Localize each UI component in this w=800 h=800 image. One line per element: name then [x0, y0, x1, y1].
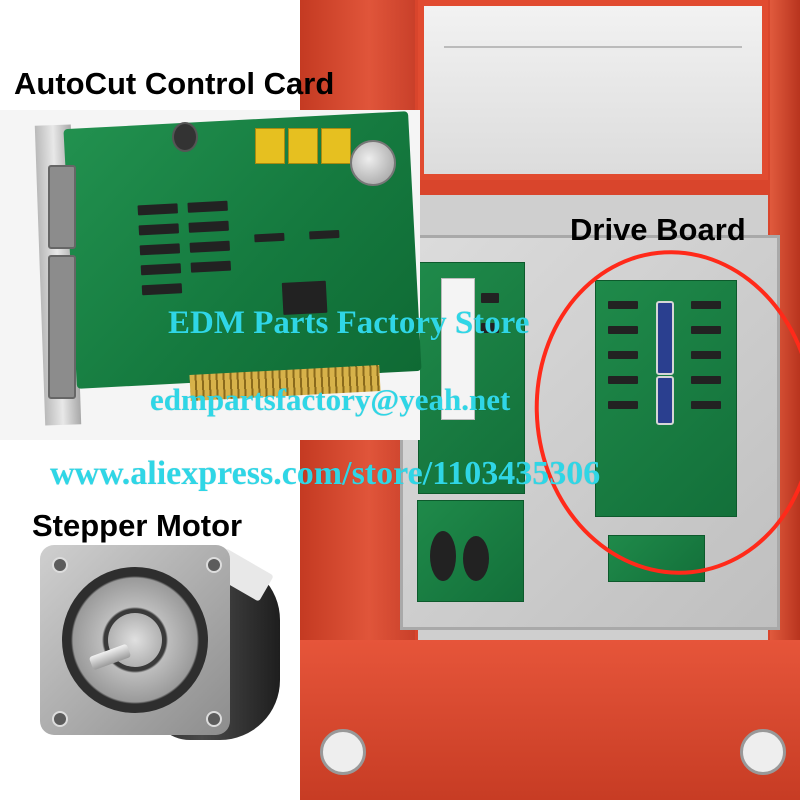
stepper-motor-label: Stepper Motor — [32, 508, 243, 543]
capacitor — [172, 122, 198, 152]
email-watermark: edmpartsfactory@yeah.net — [150, 382, 511, 417]
relay — [321, 128, 351, 164]
store-url-watermark: www.aliexpress.com/store/1103435306 — [50, 455, 601, 492]
relay — [288, 128, 318, 164]
power-supply-board — [418, 262, 525, 494]
store-name-watermark: EDM Parts Factory Store — [168, 305, 530, 341]
cabinet-top-window — [418, 0, 768, 180]
flange-bolt — [206, 711, 222, 727]
drive-board — [595, 280, 737, 517]
flange-bolt — [52, 711, 68, 727]
flange-bolt — [206, 557, 222, 573]
db-connector-top — [48, 165, 76, 249]
coin-battery — [350, 140, 396, 186]
relay — [255, 128, 285, 164]
drive-board-label: Drive Board — [570, 212, 746, 247]
flange-bolt — [52, 557, 68, 573]
small-drive-board — [608, 535, 705, 582]
db-connector-bottom — [48, 255, 76, 399]
filter-board — [417, 500, 524, 602]
cabinet-base — [300, 640, 800, 800]
control-card-label: AutoCut Control Card — [14, 66, 335, 101]
